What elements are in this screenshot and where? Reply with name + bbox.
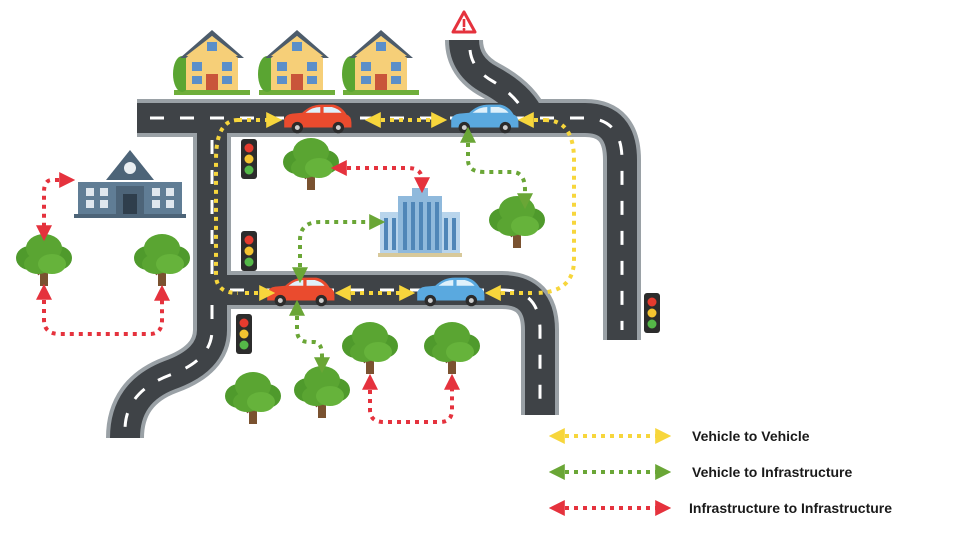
v2v-links xyxy=(214,112,576,301)
legend: Vehicle to Vehicle Vehicle to Infrastruc… xyxy=(548,428,892,516)
v2i-links xyxy=(289,126,533,374)
school-icon xyxy=(74,150,186,218)
legend-item-i2i: Infrastructure to Infrastructure xyxy=(548,500,892,516)
legend-label-i2i: Infrastructure to Infrastructure xyxy=(689,500,892,516)
tree-icon xyxy=(292,364,352,420)
traffic-light-icon xyxy=(241,231,257,271)
tree-icon xyxy=(487,194,547,250)
warning-sign-icon xyxy=(451,10,477,34)
tree-icon xyxy=(281,136,341,192)
traffic-light-icon xyxy=(241,139,257,179)
traffic-light-icon xyxy=(236,314,252,354)
tree-icon xyxy=(340,320,400,376)
legend-item-v2i: Vehicle to Infrastructure xyxy=(548,464,852,480)
traffic-light-icon xyxy=(644,293,660,333)
legend-label-v2v: Vehicle to Vehicle xyxy=(692,428,810,444)
i2i-links xyxy=(36,160,460,424)
house-icon xyxy=(342,30,419,95)
road-network xyxy=(106,38,641,439)
office-building-icon xyxy=(378,188,462,257)
tree-icon xyxy=(14,232,74,288)
legend-label-v2i: Vehicle to Infrastructure xyxy=(692,464,852,480)
house-icon xyxy=(258,30,335,95)
house-icon xyxy=(173,30,250,95)
legend-item-v2v: Vehicle to Vehicle xyxy=(548,428,810,444)
tree-icon xyxy=(132,232,192,288)
tree-icon xyxy=(223,370,283,426)
tree-icon xyxy=(422,320,482,376)
